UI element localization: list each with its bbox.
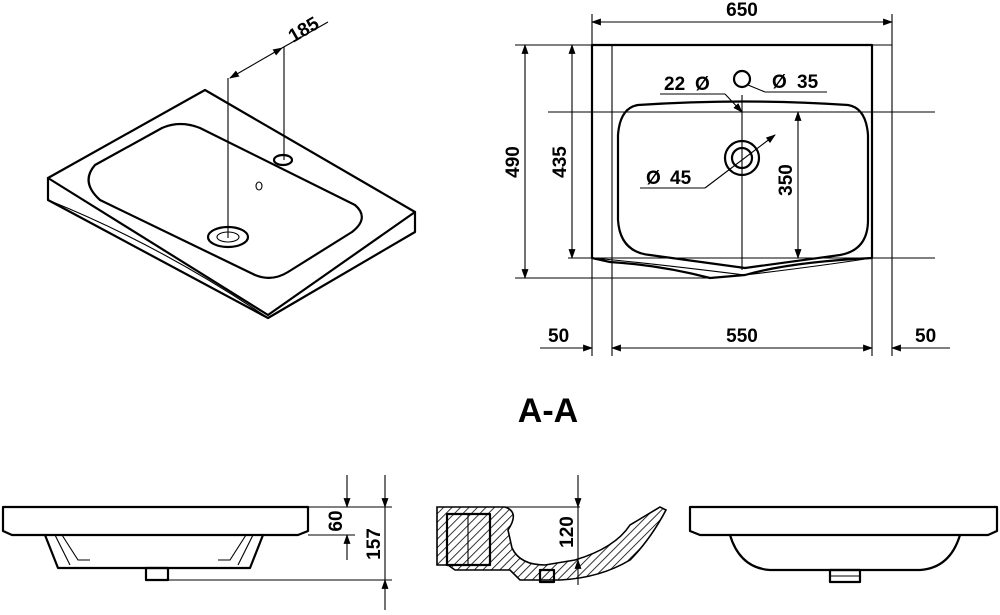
iso-front-face [46,176,417,320]
plan-drain-inner [730,146,754,170]
section-hatched-body [436,506,668,581]
plan-drain-leader [704,134,776,189]
front-body [43,533,265,570]
iso-dim-leader [281,21,329,49]
drain-hole-value: 45 [670,168,692,189]
dim-bowl-depth-label: 435 [550,146,571,178]
dim-overall-width-label: 650 [726,0,758,21]
plan-front-lip [591,257,873,276]
side-section-view: 120 [436,475,668,585]
plan-faucet-leader [747,84,766,93]
front-inner-right [237,534,254,566]
front-inner-left2 [61,534,90,561]
section-label: A-A [518,392,578,430]
rear-body [728,533,962,572]
iso-overflow-hole [255,181,263,191]
dim-rim-height-label: 60 [326,510,347,531]
section-inner-cavity [445,512,492,567]
plan-drain-outer [723,139,761,177]
iso-bowl [87,122,363,279]
dim-faucet-offset-label: 185 [285,13,323,47]
isometric-view: 185 [46,13,417,320]
faucet-hole-diameter-symbol: Ø [772,72,787,93]
dim-inner-width-label: 550 [726,326,758,347]
overflow-hole-diameter-symbol: Ø [695,74,710,95]
dim-overall-depth-label: 490 [503,146,524,178]
front-elevation-view: 60 157 [1,475,392,610]
overflow-hole-value: 22 [664,74,685,95]
dim-total-height-label: 157 [364,528,385,560]
dim-right-rim-label: 50 [915,326,936,347]
dim-bowl-height-label: 120 [557,516,578,548]
rear-elevation-view [688,505,999,584]
drain-hole-diameter-symbol: Ø [646,168,661,189]
iso-faucet-hole [272,153,294,167]
dim-left-rim-label: 50 [548,326,569,347]
front-inner-left [54,534,71,566]
front-drain [144,566,170,582]
iso-front-edge [47,199,269,319]
iso-dim-line-185 [229,47,283,79]
plan-faucet-hole-symbol [732,69,752,89]
faucet-hole-value: 35 [797,72,819,93]
plan-view: 650 490 435 350 50 550 50 22 Ø Ø 35 Ø 45 [503,0,950,356]
section-drain [538,568,556,584]
front-inner-right2 [218,534,247,561]
dim-bowl-inner-label: 350 [776,164,797,196]
rear-rim [688,505,999,537]
front-rim [1,505,310,537]
plan-overflow-leader [724,93,743,113]
